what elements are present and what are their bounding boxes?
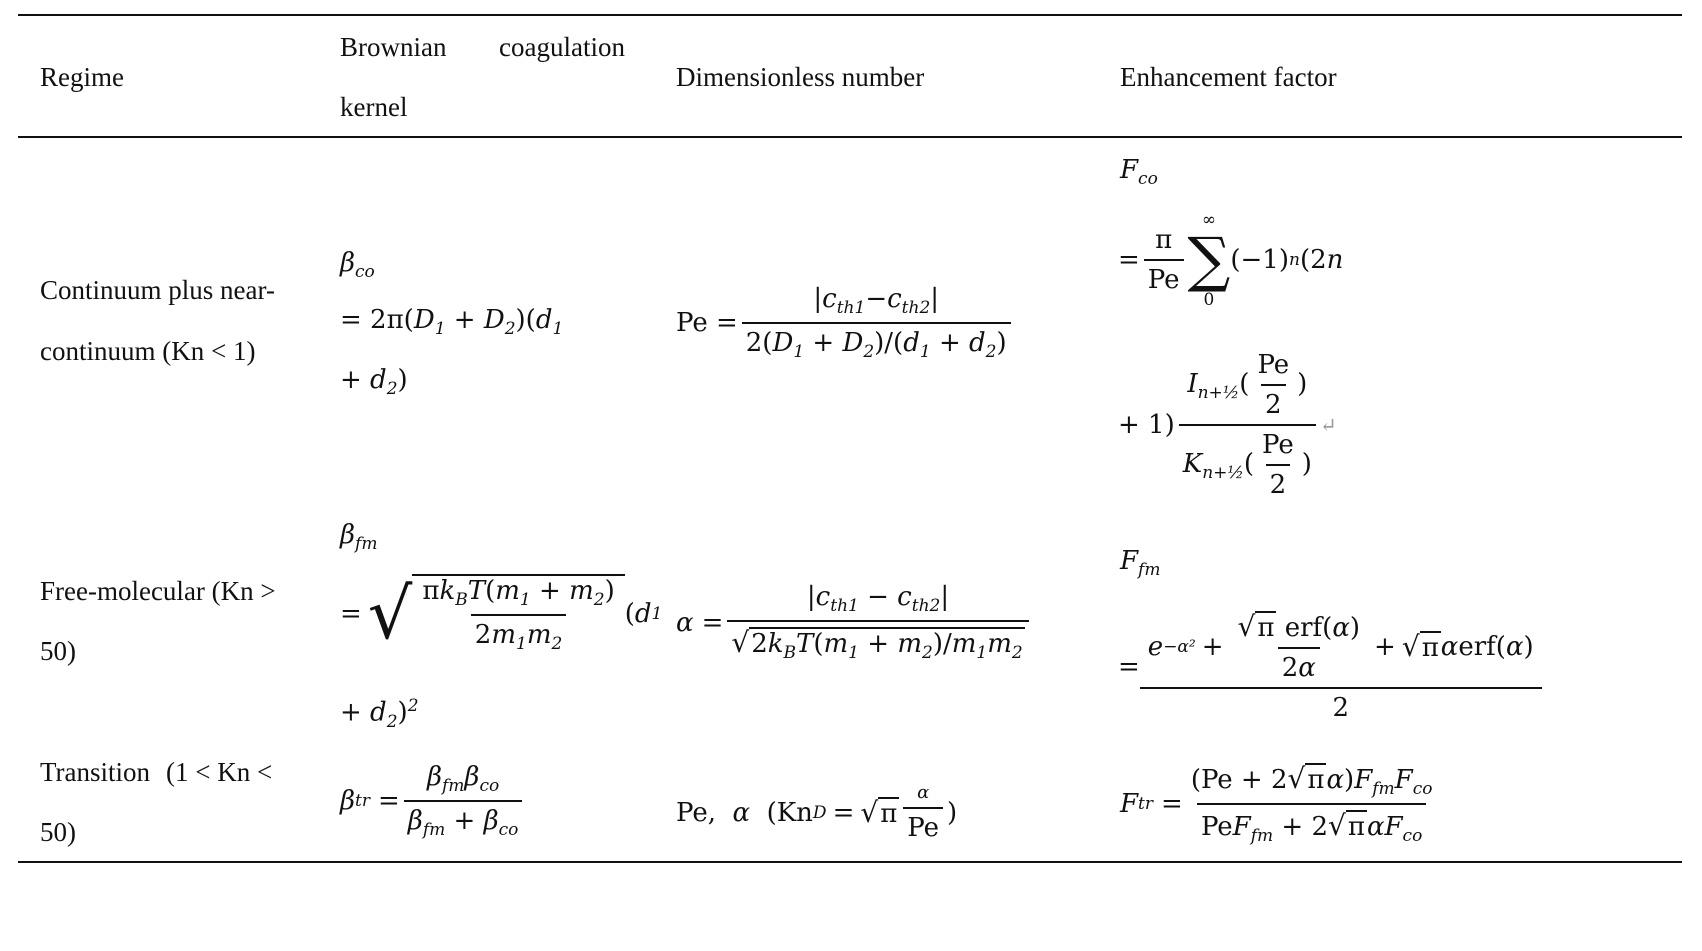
row1-kernel-eq-line1: = 2π(D1 + D2)(d1 [340, 305, 564, 340]
header-kernel-line2: kernel [340, 92, 408, 122]
row2-kernel-symbol: βfm [340, 520, 378, 555]
row2-enhancement-symbol: Ffm [1120, 546, 1161, 581]
row2-alpha-formula: α = |cth1 − cth2| √2kBT(m1 + m2)/m1m2 [676, 582, 1033, 663]
row2-regime-line2: 50) [40, 636, 76, 666]
return-arrow-icon: ↵ [1319, 413, 1337, 437]
header-dimensionless-number: Dimensionless number [676, 62, 925, 92]
row3-regime-line2: 50) [40, 817, 76, 847]
row1-peclet-formula: Pe = |cth1−cth2| 2(D1 + D2)/(d1 + d2) [676, 284, 1015, 362]
table-top-rule [18, 14, 1682, 16]
row3-regime-line1-word: Transition [40, 757, 151, 787]
row3-regime-line1-range: (1 < Kn < [166, 757, 273, 787]
row1-kernel-eq-line2: + d2) [340, 365, 408, 400]
row2-regime-line1: Free-molecular (Kn > [40, 576, 276, 606]
table-header-rule [18, 136, 1682, 138]
row1-regime-line2: continuum (Kn < 1) [40, 336, 256, 366]
header-regime: Regime [40, 62, 124, 92]
row1-kernel-symbol: βco [340, 248, 375, 283]
row1-enhancement-symbol: Fco [1120, 155, 1158, 190]
table-bottom-rule [18, 861, 1682, 863]
row1-regime-line1: Continuum plus near- [40, 275, 275, 305]
header-kernel-word2: coagulation [499, 32, 625, 62]
header-kernel-word1: Brownian [340, 32, 447, 62]
header-enhancement-factor: Enhancement factor [1120, 62, 1337, 92]
row2-kernel-eq-line2: + d2)2 [340, 696, 419, 732]
